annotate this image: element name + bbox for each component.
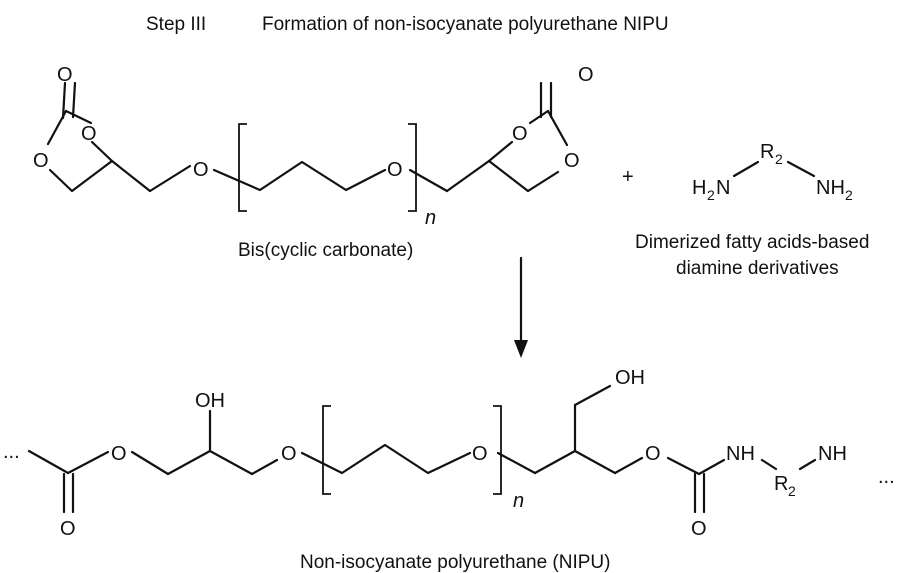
repeat-unit-n: n [513,490,524,512]
r2-group: R [760,141,774,163]
atom-label-o: O [193,159,209,181]
atom-label-o: O [111,443,127,465]
subscript-2: 2 [788,483,796,499]
scheme-title: Formation of non-isocyanate polyurethane… [262,14,669,35]
amine-nh-right: NH [816,177,845,199]
atom-label-o: O [645,443,661,465]
atom-label-o: O [33,150,49,172]
hydroxyl-group: OH [195,390,225,412]
amine-h-left: H [692,177,706,199]
chain-ellipsis-right: ... [878,466,895,488]
amine-nh: NH [726,443,755,465]
atom-label-o: O [60,518,76,540]
atom-label-o: O [472,443,488,465]
subscript-2: 2 [845,187,853,203]
atom-label-o: O [578,64,594,86]
repeat-unit-n: n [425,207,436,229]
atom-label-o: O [81,123,97,145]
atom-label-o: O [564,150,580,172]
step-label: Step III [146,14,206,35]
atom-label-o: O [281,443,297,465]
chain-ellipsis-left: ... [3,441,20,463]
reaction-arrow [514,256,528,358]
diamine-label-line2: diamine derivatives [676,258,839,279]
plus-sign: + [622,166,634,188]
bis-cyclic-carbonate-label: Bis(cyclic carbonate) [238,240,413,261]
subscript-2: 2 [775,151,783,167]
diamine-structure [732,160,816,178]
amine-nh: NH [818,443,847,465]
bis-cyclic-carbonate-structure [46,81,569,212]
atom-label-o: O [387,159,403,181]
diamine-label-line1: Dimerized fatty acids-based [635,232,869,253]
subscript-2: 2 [707,187,715,203]
amine-n-left: N [716,177,730,199]
nipu-label: Non-isocyanate polyurethane (NIPU) [300,552,611,573]
atom-label-o: O [57,64,73,86]
nipu-product-structure [27,384,817,514]
atom-label-o: O [691,518,707,540]
r2-group: R [774,473,788,495]
atom-label-o: O [512,123,528,145]
hydroxyl-group: OH [615,367,645,389]
